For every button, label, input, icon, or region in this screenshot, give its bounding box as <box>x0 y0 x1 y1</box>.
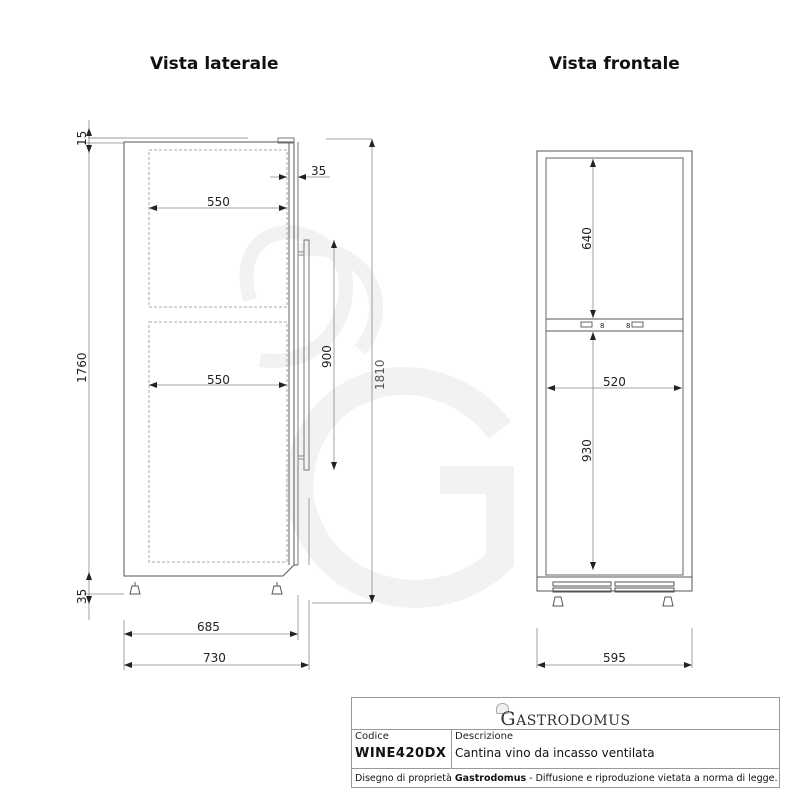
dim-total-height: 1810 <box>373 359 387 390</box>
dim-lower-depth: 550 <box>207 373 230 387</box>
dim-upper-depth: 550 <box>207 195 230 209</box>
panel-symbol-left: 8 <box>600 322 604 330</box>
vent-slot <box>552 587 612 593</box>
vent-slot <box>552 581 612 587</box>
dim-handle-length: 900 <box>320 345 334 368</box>
front-dimension-labels: 640 8 8 520 930 595 <box>580 227 630 665</box>
foot-left <box>552 596 564 607</box>
dim-total-width: 595 <box>603 651 626 665</box>
foot-right <box>271 585 283 595</box>
title-block: GASTRODOMUS Codice WINE420DX Descrizione… <box>351 697 780 788</box>
side-dimension-lines <box>84 120 375 670</box>
side-view-title: Vista laterale <box>150 54 279 74</box>
foot-left <box>129 585 141 595</box>
cabinet-front-outer <box>536 150 693 592</box>
side-view <box>88 137 310 595</box>
brand-logo: GASTRODOMUS <box>352 698 779 730</box>
code-cell: Codice WINE420DX <box>352 729 452 769</box>
display-left <box>580 321 593 328</box>
side-dimension-labels: 15 35 550 550 1760 900 1810 35 685 730 <box>75 131 387 665</box>
vent-slot <box>614 587 675 593</box>
brand-name: GASTRODOMUS <box>500 708 631 730</box>
front-view <box>536 150 693 607</box>
panel-symbol-right: 8 <box>626 322 630 330</box>
dim-body-depth: 685 <box>197 620 220 634</box>
lower-compartment <box>148 321 288 563</box>
code-label: Codice <box>355 731 389 742</box>
front-dimension-lines <box>536 159 693 668</box>
code-value: WINE420DX <box>355 746 447 761</box>
watermark-logo <box>239 225 514 608</box>
display-right <box>631 321 644 328</box>
vent-slot <box>614 581 675 587</box>
upper-compartment <box>148 149 288 308</box>
description-label: Descrizione <box>455 731 514 742</box>
dim-top-gap: 15 <box>75 131 89 146</box>
dim-inner-width: 520 <box>603 375 626 389</box>
foot-right <box>662 596 674 607</box>
cabinet-body <box>123 141 295 577</box>
description-cell: Descrizione Cantina vino da incasso vent… <box>452 729 779 769</box>
front-view-title: Vista frontale <box>549 54 680 74</box>
dim-door-thickness: 35 <box>311 164 326 178</box>
shell-logo-icon <box>496 703 509 714</box>
description-value: Cantina vino da incasso ventilata <box>455 746 655 760</box>
dim-upper-zone: 640 <box>580 227 594 250</box>
dim-lower-zone: 930 <box>580 439 594 462</box>
dim-inner-height: 1760 <box>75 352 89 383</box>
door-handle <box>303 239 310 471</box>
copyright-notice: Disegno di proprietà Gastrodomus - Diffu… <box>355 773 778 784</box>
dim-total-depth: 730 <box>203 651 226 665</box>
door-frame <box>545 157 684 576</box>
dim-base-height: 35 <box>75 589 89 604</box>
